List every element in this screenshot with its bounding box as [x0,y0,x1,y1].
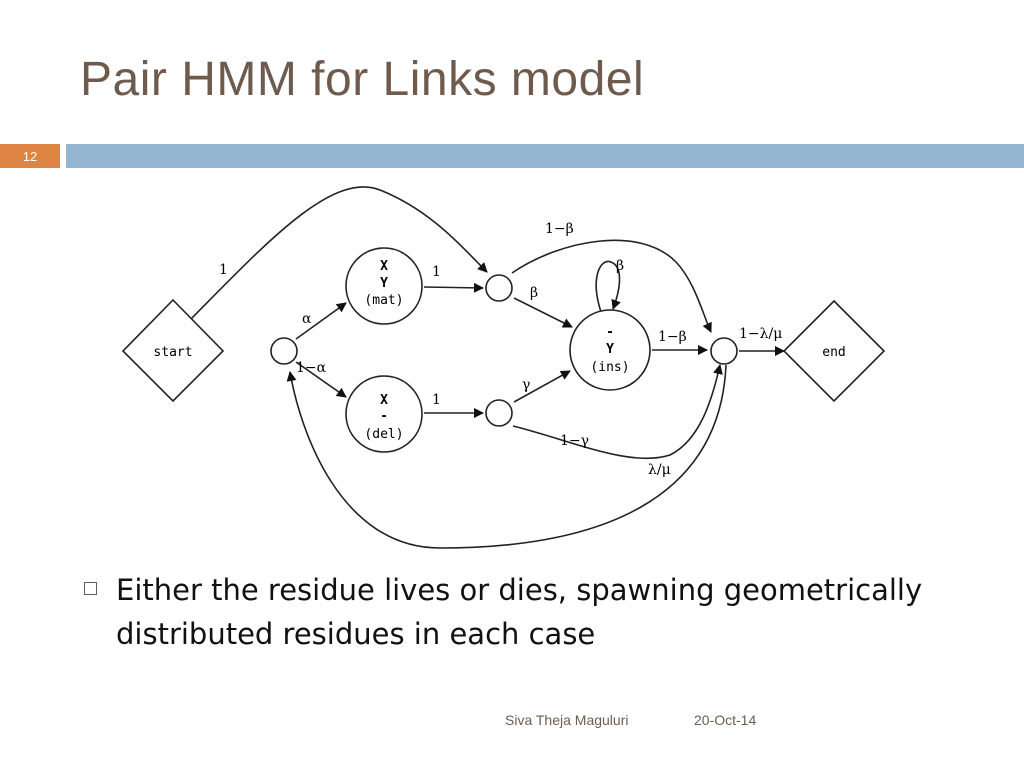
edge-top-one-minus-beta [511,239,712,333]
label-lambda-mu: λ/μ [648,462,671,478]
edge-one-minus-alpha [295,361,347,398]
edge-alpha [295,302,347,340]
del-label-gap: - [380,409,388,424]
mat-label-x: X [380,259,388,274]
ins-state [569,309,651,391]
edge-lambda-mu [286,364,727,549]
label-mat-one: 1 [432,264,441,280]
slide-title: Pair HMM for Links model [80,53,645,106]
edge-one-minus-gamma [512,364,723,460]
label-one-minus-beta-top: 1−β [545,221,574,237]
label-gamma: γ [522,377,530,393]
start-state [121,298,225,403]
edge-ins-self-loop [595,260,621,313]
bullet-square-icon [84,582,97,595]
start-label: start [153,345,192,360]
del-label-x: X [380,393,388,408]
bullet-list: Either the residue lives or dies, spawni… [84,568,984,656]
label-start-one: 1 [219,262,228,278]
mat-label-name: (mat) [364,293,403,308]
ins-label-name: (ins) [590,360,629,375]
edge-mat-to-node [423,282,484,293]
label-one-minus-lambda-mu: 1−λ/μ [739,326,782,342]
split-node [270,337,298,365]
end-label: end [822,345,845,360]
edge-gamma [513,370,571,403]
slide-number-badge: 12 [0,144,60,168]
label-one-minus-beta-ins: 1−β [658,329,687,345]
slide-number: 12 [22,148,38,164]
edge-start-to-top-node [179,186,488,331]
label-one-minus-gamma: 1−γ [560,433,589,449]
mat-label-y: Y [380,276,388,291]
mat-state [345,247,423,325]
ins-label-gap: - [606,325,614,340]
label-beta: β [530,285,538,301]
end-junction-node [710,337,738,365]
end-state [782,299,886,403]
label-del-one: 1 [432,392,441,408]
footer-author: Siva Theja Maguluri [505,712,629,728]
ins-label-y: Y [606,342,614,357]
bullet-item: Either the residue lives or dies, spawni… [84,568,984,656]
after-mat-node [485,274,513,302]
bullet-text: Either the residue lives or dies, spawni… [116,573,923,651]
label-alpha: α [302,311,312,327]
header-bar [66,144,1024,168]
after-del-node [485,399,513,427]
footer-date: 20-Oct-14 [694,712,757,728]
edge-beta [513,297,573,328]
label-one-minus-alpha: 1−α [296,360,327,376]
del-state [345,375,423,453]
pair-hmm-diagram: start end X Y (mat) X - (del) - Y (ins) … [121,186,886,549]
del-label-name: (del) [364,427,403,442]
label-beta-self: β [616,258,624,274]
